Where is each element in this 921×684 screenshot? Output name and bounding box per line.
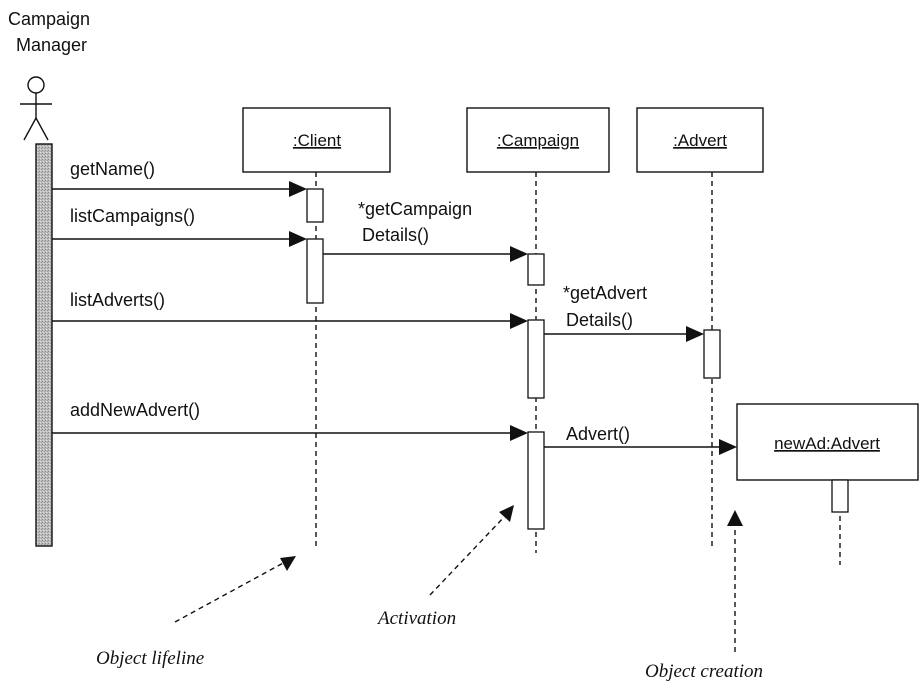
- activation-campaign-1: [527, 253, 545, 286]
- arrowhead-icon: [510, 425, 528, 441]
- actor-name-line2: Manager: [16, 35, 87, 55]
- message-label-get-campaign-details-line2: Details(): [362, 225, 429, 245]
- object-box-campaign: [466, 107, 610, 173]
- activation-advert: [703, 329, 721, 379]
- activation-client-2: [306, 238, 324, 304]
- activation-campaign-3: [527, 431, 545, 530]
- message-advert-constructor: Advert(): [544, 424, 737, 455]
- annotation-object-creation: Object creation: [645, 510, 763, 682]
- object-box-client: [242, 107, 391, 173]
- message-list-adverts: listAdverts(): [52, 290, 528, 329]
- message-label-get-advert-details-line2: Details(): [566, 310, 633, 330]
- message-add-new-advert: addNewAdvert(): [52, 400, 528, 441]
- message-label-list-adverts: listAdverts(): [70, 290, 165, 310]
- pointer-arrow-icon: [727, 510, 743, 526]
- arrowhead-icon: [510, 246, 528, 262]
- message-label-get-campaign-details-line1: *getCampaign: [358, 199, 472, 219]
- object-label-campaign: :Campaign: [497, 131, 579, 150]
- message-get-name: getName(): [52, 159, 307, 197]
- message-label-get-name: getName(): [70, 159, 155, 179]
- message-get-campaign-details: *getCampaign Details(): [323, 199, 528, 262]
- annotation-label-object-creation: Object creation: [645, 661, 763, 682]
- object-client: :Client: [242, 107, 391, 173]
- pointer-arrow-icon: [280, 556, 296, 571]
- message-list-campaigns: listCampaigns(): [52, 206, 307, 247]
- stick-figure-icon: [20, 76, 52, 141]
- object-label-advert: :Advert: [673, 131, 727, 150]
- message-label-list-campaigns: listCampaigns(): [70, 206, 195, 226]
- actor-campaign-manager: Campaign Manager: [8, 9, 90, 547]
- object-label-client: :Client: [293, 131, 341, 150]
- activation-campaign-2: [527, 319, 545, 399]
- object-new-ad: newAd:Advert: [736, 403, 919, 481]
- arrowhead-icon: [510, 313, 528, 329]
- activation-new-ad: [831, 479, 849, 513]
- object-label-new-ad: newAd:Advert: [774, 434, 880, 453]
- arrowhead-icon: [719, 439, 737, 455]
- message-label-add-new-advert: addNewAdvert(): [70, 400, 200, 420]
- activation-client-1: [306, 188, 324, 223]
- object-campaign: :Campaign: [466, 107, 610, 173]
- annotation-object-lifeline: Object lifeline: [96, 556, 296, 669]
- message-get-advert-details: *getAdvert Details(): [544, 283, 704, 342]
- message-label-advert-constructor: Advert(): [566, 424, 630, 444]
- actor-activation-bar: [35, 143, 53, 547]
- annotation-label-activation: Activation: [376, 608, 456, 629]
- annotation-label-object-lifeline: Object lifeline: [96, 648, 204, 669]
- pointer-arrow-icon: [499, 505, 514, 522]
- arrowhead-icon: [289, 181, 307, 197]
- object-box-new-ad: [736, 403, 919, 481]
- arrowhead-icon: [686, 326, 704, 342]
- actor-name-line1: Campaign: [8, 9, 90, 29]
- annotation-activation: Activation: [376, 505, 514, 629]
- object-advert: :Advert: [636, 107, 764, 173]
- object-box-advert: [636, 107, 764, 173]
- message-label-get-advert-details-line1: *getAdvert: [563, 283, 647, 303]
- arrowhead-icon: [289, 231, 307, 247]
